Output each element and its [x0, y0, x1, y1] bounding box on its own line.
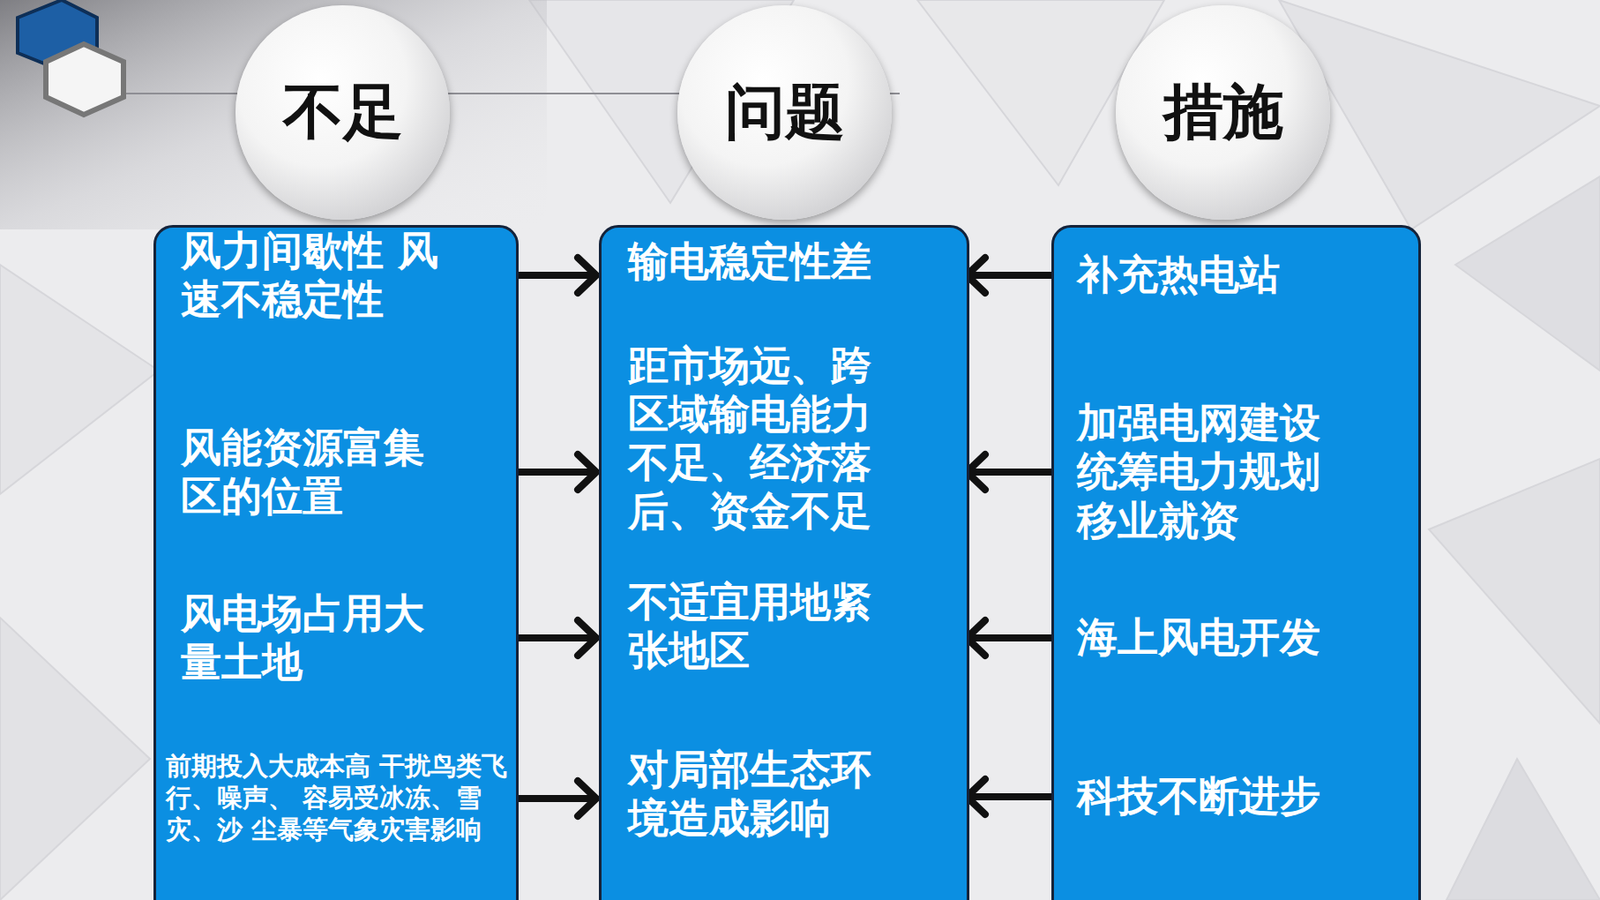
heading-circle: 不足: [235, 5, 450, 220]
arrow-connector: [513, 257, 597, 293]
item-text: 不适宜用地紧 张地区: [628, 577, 884, 675]
hexagon-icon: [45, 44, 124, 115]
item-text: 海上风电开发: [1076, 613, 1369, 662]
item-text: 对局部生态环 境造成影响: [628, 745, 884, 843]
heading-text: 不足: [283, 72, 404, 153]
item-box: 风力间歇性 风速不稳定性: [153, 220, 514, 330]
arrow-connector: [966, 454, 1052, 490]
column-box: 输电稳定性差距市场远、跨 区域输电能力 不足、经济落 后、资金不足不适宜用地紧 …: [598, 224, 970, 900]
item-box: 对局部生态环 境造成影响: [598, 736, 965, 852]
arrow-connector: [966, 620, 1052, 656]
item-text: 前期投入大成本高 干扰鸟类飞行、噪声、 容易受冰冻、雪灾、沙 尘暴等气象灾害影响: [165, 750, 514, 846]
heading-text: 问题: [725, 72, 845, 153]
item-box: 加强电网建设 统筹电力规划 移业就资: [1051, 388, 1416, 556]
item-box: 科技不断进步: [1051, 758, 1416, 835]
arrow-connector: [966, 778, 1052, 815]
arrow-connector: [513, 780, 597, 816]
arrow-connector: [513, 454, 597, 490]
item-box: 海上风电开发: [1051, 599, 1416, 676]
item-box: 输电稳定性差: [598, 233, 965, 291]
arrow-connector: [966, 257, 1052, 293]
item-box: 距市场远、跨 区域输电能力 不足、经济落 后、资金不足: [598, 328, 965, 549]
item-box: 补充热电站: [1051, 229, 1416, 322]
item-box: 风电场占用大 量土地: [153, 582, 514, 694]
column-box: 风力间歇性 风速不稳定性风能资源富集 区的位置风电场占用大 量土地前期投入大成本…: [153, 224, 519, 900]
arrow-connector: [513, 620, 597, 656]
item-text: 科技不断进步: [1076, 771, 1369, 821]
heading-text: 措施: [1163, 72, 1284, 153]
heading-circle: 措施: [1115, 5, 1331, 220]
column-box: 补充热电站加强电网建设 统筹电力规划 移业就资海上风电开发科技不断进步: [1051, 224, 1421, 900]
item-box: 不适宜用地紧 张地区: [598, 568, 965, 684]
item-text: 距市场远、跨 区域输电能力 不足、经济落 后、资金不足: [628, 341, 884, 537]
item-text: 加强电网建设 统筹电力规划 移业就资: [1076, 398, 1342, 546]
item-text: 输电稳定性差: [628, 237, 920, 286]
item-text: 风力间歇性 风速不稳定性: [180, 226, 446, 324]
heading-circle: 问题: [677, 5, 892, 220]
item-text: 风能资源富集 区的位置: [180, 423, 464, 521]
item-box: 风能资源富集 区的位置: [153, 414, 514, 530]
item-box: 前期投入大成本高 干扰鸟类飞行、噪声、 容易受冰冻、雪灾、沙 尘暴等气象灾害影响: [153, 732, 514, 865]
item-text: 补充热电站: [1076, 250, 1369, 300]
item-text: 风电场占用大 量土地: [180, 589, 464, 687]
